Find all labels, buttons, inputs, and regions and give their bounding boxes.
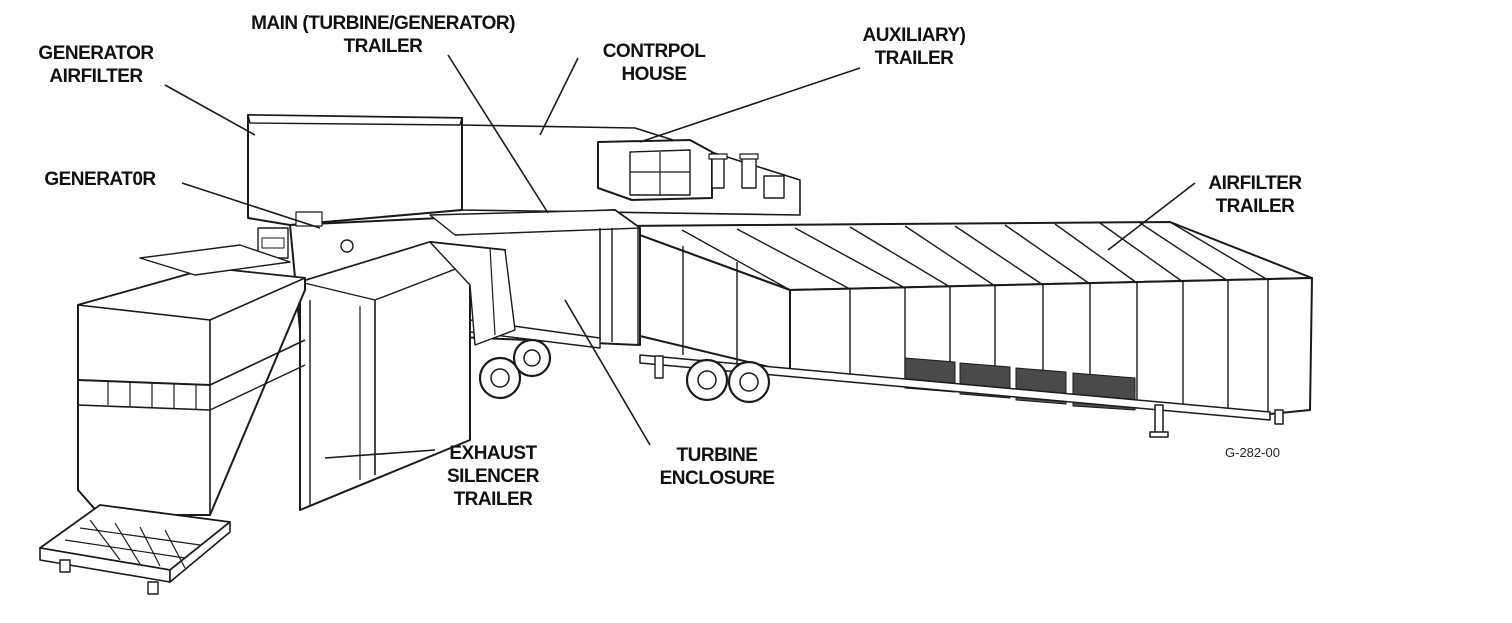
leader-main-trailer: [447, 54, 549, 214]
leader-turbine-enclosure: [564, 299, 651, 446]
figure-code: G-282-00: [1225, 445, 1280, 460]
leader-generator: [181, 182, 321, 229]
airfilter-trailer-drawing: [614, 221, 1313, 438]
auxiliary-trailer-drawing: [459, 124, 801, 216]
leader-lines: [164, 54, 1196, 459]
label-control-house: CONTRPOL HOUSE: [602, 41, 706, 85]
exhaust-silencer-trailer-drawing: [299, 241, 516, 511]
label-main-trailer: MAIN (TURBINE/GENERATOR) TRAILER: [251, 13, 515, 57]
label-airfilter-trailer: AIRFILTER TRAILER: [1208, 173, 1302, 217]
label-generator-airfilter: GENERATOR AIRFILTER: [38, 43, 154, 87]
control-house-box: [597, 139, 713, 201]
leader-control-house: [539, 57, 579, 136]
leader-airfilter-trailer: [1107, 182, 1196, 251]
label-auxiliary-trailer: AUXILIARY) TRAILER: [862, 25, 966, 69]
label-turbine-enclosure: TURBINE ENCLOSURE: [659, 445, 775, 489]
generator-airfilter-box: [247, 114, 463, 226]
base-skid-drawing: [39, 504, 231, 595]
main-trailer-wheels: [469, 319, 601, 400]
leader-generator-airfilter: [164, 84, 256, 136]
airfilter-trailer-wheels: [654, 355, 771, 404]
label-exhaust-silencer-trailer: EXHAUST SILENCER TRAILER: [446, 443, 540, 510]
exhaust-stack-drawing: [77, 244, 306, 516]
leader-auxiliary-trailer: [639, 67, 861, 143]
label-generator: GENERAT0R: [44, 169, 156, 190]
leader-exhaust-silencer: [324, 449, 436, 459]
